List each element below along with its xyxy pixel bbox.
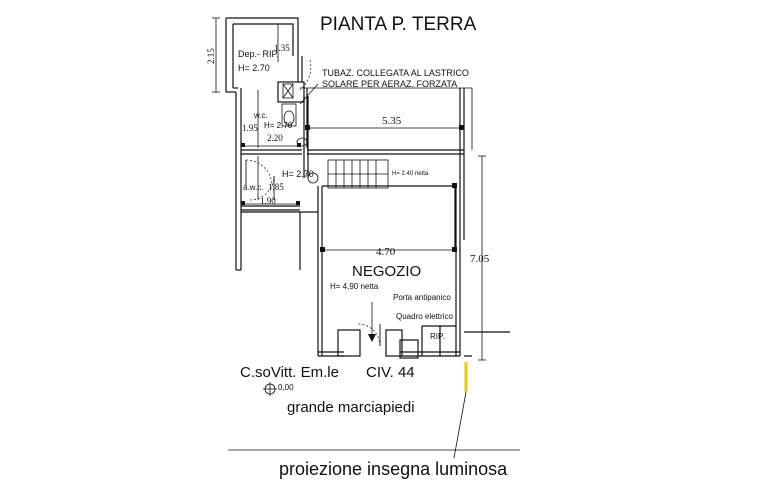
door-leaves bbox=[245, 160, 381, 346]
dimension-lines bbox=[212, 17, 486, 361]
dim-2-15: 2.15 bbox=[206, 48, 216, 64]
room-negozio-label: NEGOZIO bbox=[352, 263, 421, 280]
plan-title: PIANTA P. TERRA bbox=[320, 14, 477, 35]
room-wc-height: H= 2.70 bbox=[264, 121, 293, 130]
room-deposito-height: H= 2.70 bbox=[238, 63, 270, 73]
stairs bbox=[327, 159, 389, 189]
street-name: C.soVitt. Em.le bbox=[240, 364, 339, 381]
dim-1-90: 1.90 bbox=[260, 196, 276, 206]
dim-2-20: 2.20 bbox=[267, 133, 283, 143]
room-negozio-height: H= 4,90 netta bbox=[330, 282, 379, 291]
room-awc-height: H= 2.70 bbox=[282, 169, 314, 179]
civic-number: CIV. 44 bbox=[366, 364, 415, 381]
note-quadro-elettrico: Quadro elettrico bbox=[396, 312, 453, 321]
room-rip-label: RIP. bbox=[430, 332, 445, 341]
dim-1-85: 1.85 bbox=[268, 182, 284, 192]
sign-projection-label: proiezione insegna luminosa bbox=[279, 459, 508, 479]
vent-leader bbox=[299, 83, 319, 105]
note-tubaz-line2: SOLARE PER AERAZ. FORZATA bbox=[322, 79, 457, 89]
dimension-ticks bbox=[241, 125, 464, 342]
room-awc-label: a.w.c. bbox=[243, 183, 263, 192]
walls bbox=[225, 17, 510, 359]
dim-5-35: 5.35 bbox=[382, 115, 402, 127]
note-tubaz-line1: TUBAZ. COLLEGATA AL LASTRICO bbox=[322, 68, 469, 78]
outline-lines bbox=[228, 87, 520, 451]
dim-4-70: 4.70 bbox=[376, 246, 396, 258]
stair-height: H= 2.40 netta bbox=[392, 171, 429, 177]
note-porta-antipanico: Porta antipanico bbox=[393, 293, 451, 302]
sidewalk-label: grande marciapiedi bbox=[287, 399, 415, 416]
dim-1-35: 1.35 bbox=[274, 43, 290, 53]
elevation-symbol bbox=[263, 382, 277, 396]
sign-leader bbox=[453, 391, 467, 459]
dim-7-05: 7.05 bbox=[470, 253, 490, 265]
elevation-value: 0,00 bbox=[278, 383, 294, 392]
room-deposito-label: Dep.- RIP. bbox=[238, 49, 279, 59]
room-wc-label: w.c. bbox=[253, 111, 268, 120]
dim-1-95: 1.95 bbox=[242, 123, 258, 133]
fixtures bbox=[281, 83, 319, 184]
